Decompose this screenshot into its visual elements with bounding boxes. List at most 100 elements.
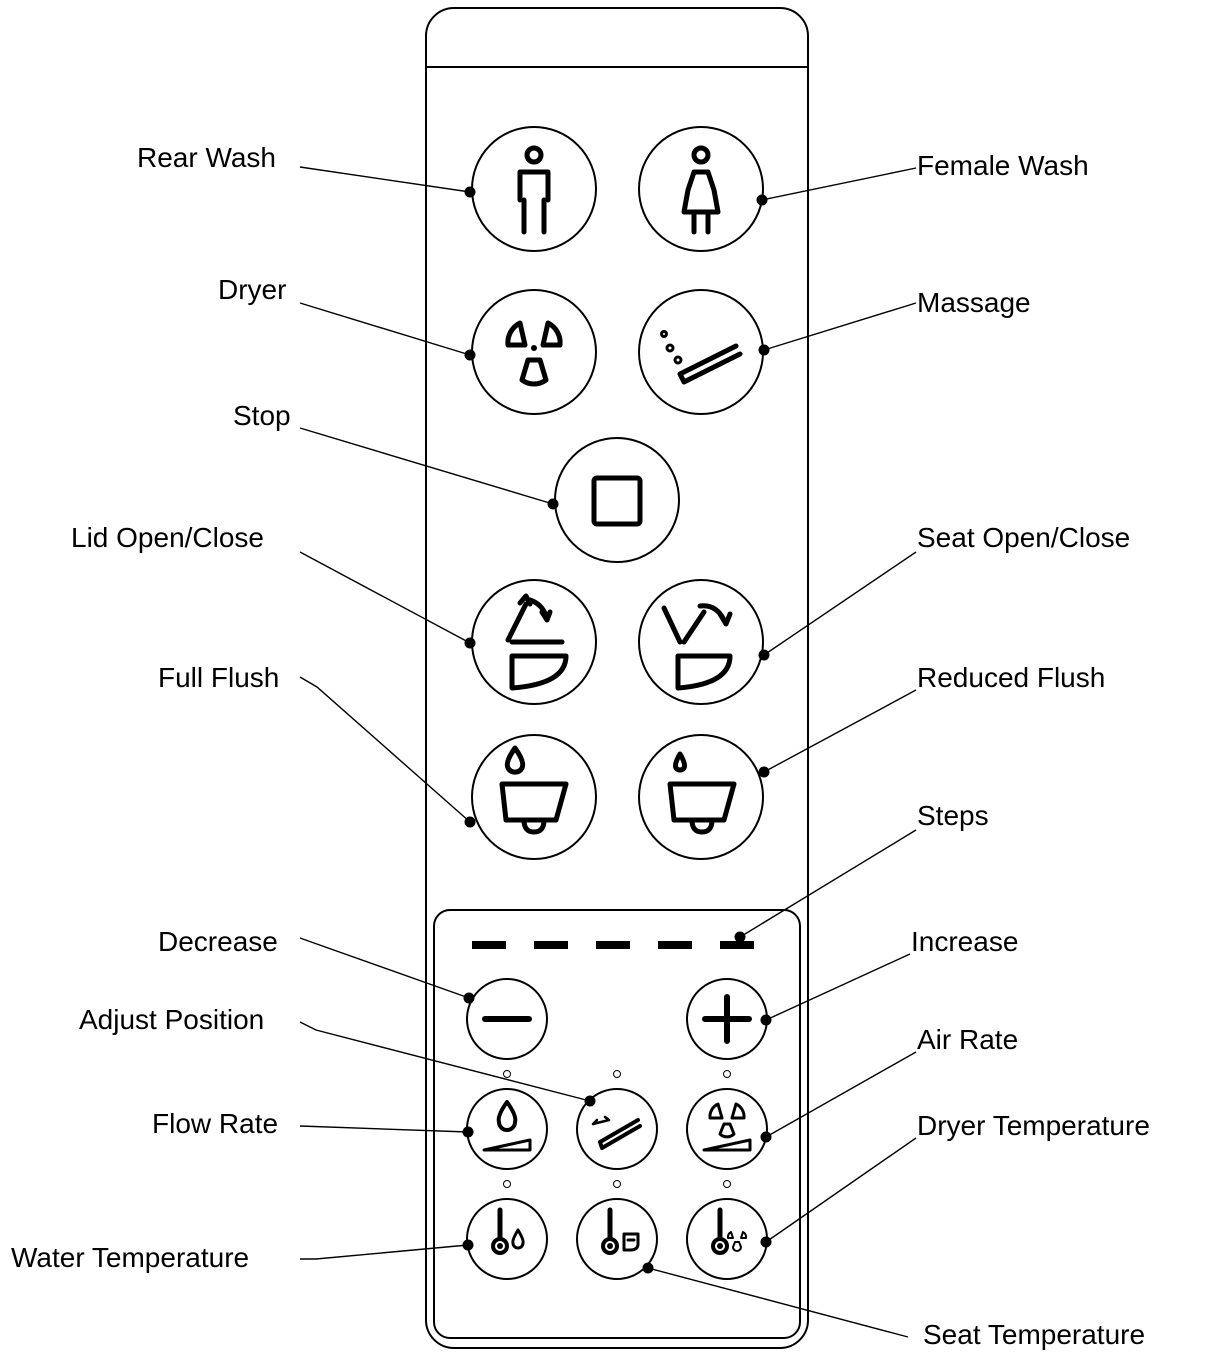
dot-lid <box>464 637 476 649</box>
full-flush-button[interactable] <box>471 734 597 860</box>
dot-dryer-temp <box>760 1236 772 1248</box>
dot-water-temp <box>462 1239 474 1251</box>
leader-full-flush <box>299 676 471 823</box>
leader-water-temp <box>300 1244 469 1260</box>
adjust-position-button[interactable] <box>576 1088 658 1170</box>
leader-lid <box>299 551 471 644</box>
leader-steps <box>739 829 917 938</box>
air-rate-button[interactable] <box>686 1088 768 1170</box>
woman-icon <box>681 145 721 235</box>
dot-steps <box>734 931 746 943</box>
led-dryer-temp <box>723 1180 731 1188</box>
flow-rate-icon <box>482 1100 532 1152</box>
seat-temp-icon <box>601 1207 640 1255</box>
label-air-rate: Air Rate <box>917 1024 1019 1055</box>
dot-flow-rate <box>462 1126 474 1138</box>
label-decrease: Decrease <box>158 926 278 957</box>
dryer-button[interactable] <box>471 289 597 415</box>
reduced-flush-button[interactable] <box>638 734 764 860</box>
dot-air-rate <box>760 1131 772 1143</box>
leader-air-rate <box>765 1051 917 1138</box>
leader-massage <box>763 302 917 351</box>
lid-toggle-icon <box>505 593 569 691</box>
dot-decrease <box>463 992 475 1004</box>
square-icon <box>591 475 643 527</box>
led-adjust-position <box>613 1070 621 1078</box>
dryer-temperature-button[interactable] <box>686 1198 768 1280</box>
seat-temperature-button[interactable] <box>576 1198 658 1280</box>
flow-rate-button[interactable] <box>466 1088 548 1170</box>
decrease-button[interactable] <box>466 978 548 1060</box>
leader-stop <box>299 427 554 505</box>
water-temp-icon <box>491 1207 525 1255</box>
position-adjust-icon <box>591 1115 642 1150</box>
full-flush-icon <box>499 745 569 835</box>
led-seat-temp <box>613 1180 621 1188</box>
increase-button[interactable] <box>686 978 768 1060</box>
nozzle-icon <box>660 330 743 385</box>
stop-button[interactable] <box>554 437 680 563</box>
step-segment-4 <box>658 941 692 949</box>
leader-female-wash <box>761 167 917 201</box>
leader-reduced-flush <box>763 689 917 773</box>
label-full-flush: Full Flush <box>158 662 280 693</box>
dot-rear-wash <box>464 186 476 198</box>
reduced-flush-icon <box>667 751 737 835</box>
label-dryer: Dryer <box>218 274 287 305</box>
dot-reduced-flush <box>758 766 770 778</box>
leader-increase <box>765 953 911 1021</box>
dot-stop <box>547 498 559 510</box>
seat-toggle-icon <box>661 603 733 691</box>
water-temperature-button[interactable] <box>466 1198 548 1280</box>
led-air-rate <box>723 1070 731 1078</box>
led-water-temp <box>503 1180 511 1188</box>
leader-dryer-temp <box>765 1137 917 1243</box>
label-steps: Steps <box>917 800 989 831</box>
label-rear-wash: Rear Wash <box>137 142 277 173</box>
lid-open-close-button[interactable] <box>471 579 597 705</box>
dot-massage <box>758 344 770 356</box>
dot-dryer <box>464 349 476 361</box>
leader-flow-rate <box>299 1125 469 1133</box>
label-water-temperature: Water Temperature <box>11 1242 250 1273</box>
led-flow-rate <box>503 1070 511 1078</box>
dot-seat-temp <box>642 1262 654 1274</box>
massage-button[interactable] <box>638 289 764 415</box>
leader-lines <box>299 166 917 1338</box>
settings-panel <box>433 909 801 1339</box>
leader-seat-temp <box>647 1267 909 1338</box>
indicator-leds <box>503 1070 731 1188</box>
leader-dryer <box>299 302 471 356</box>
label-seat-open-close: Seat Open/Close <box>917 522 1131 553</box>
label-massage: Massage <box>917 287 1031 318</box>
label-increase: Increase <box>911 926 1019 957</box>
label-reduced-flush: Reduced Flush <box>917 662 1106 693</box>
dot-seat <box>758 649 770 661</box>
person-icon <box>517 145 551 235</box>
steps-indicator <box>472 941 754 949</box>
seat-open-close-button[interactable] <box>638 579 764 705</box>
fan-icon <box>505 320 563 387</box>
leader-seat <box>763 551 917 656</box>
step-segment-2 <box>534 941 568 949</box>
leader-dots <box>462 186 772 1274</box>
female-wash-button[interactable] <box>638 126 764 252</box>
label-dryer-temperature: Dryer Temperature <box>917 1110 1150 1141</box>
dot-increase <box>760 1014 772 1026</box>
leader-rear-wash <box>299 166 471 193</box>
dot-adjust-position <box>584 1095 596 1107</box>
dot-female-wash <box>756 194 768 206</box>
label-seat-temperature: Seat Temperature <box>923 1319 1146 1350</box>
label-flow-rate: Flow Rate <box>152 1108 279 1139</box>
dot-full-flush <box>464 816 476 828</box>
leader-adjust-position <box>299 1021 591 1102</box>
step-segment-1 <box>472 941 506 949</box>
air-rate-icon <box>702 1102 752 1152</box>
rear-wash-button[interactable] <box>471 126 597 252</box>
label-female-wash: Female Wash <box>917 150 1089 181</box>
plus-icon <box>702 994 752 1044</box>
remote-body <box>425 7 809 1349</box>
label-adjust-position: Adjust Position <box>79 1004 265 1035</box>
